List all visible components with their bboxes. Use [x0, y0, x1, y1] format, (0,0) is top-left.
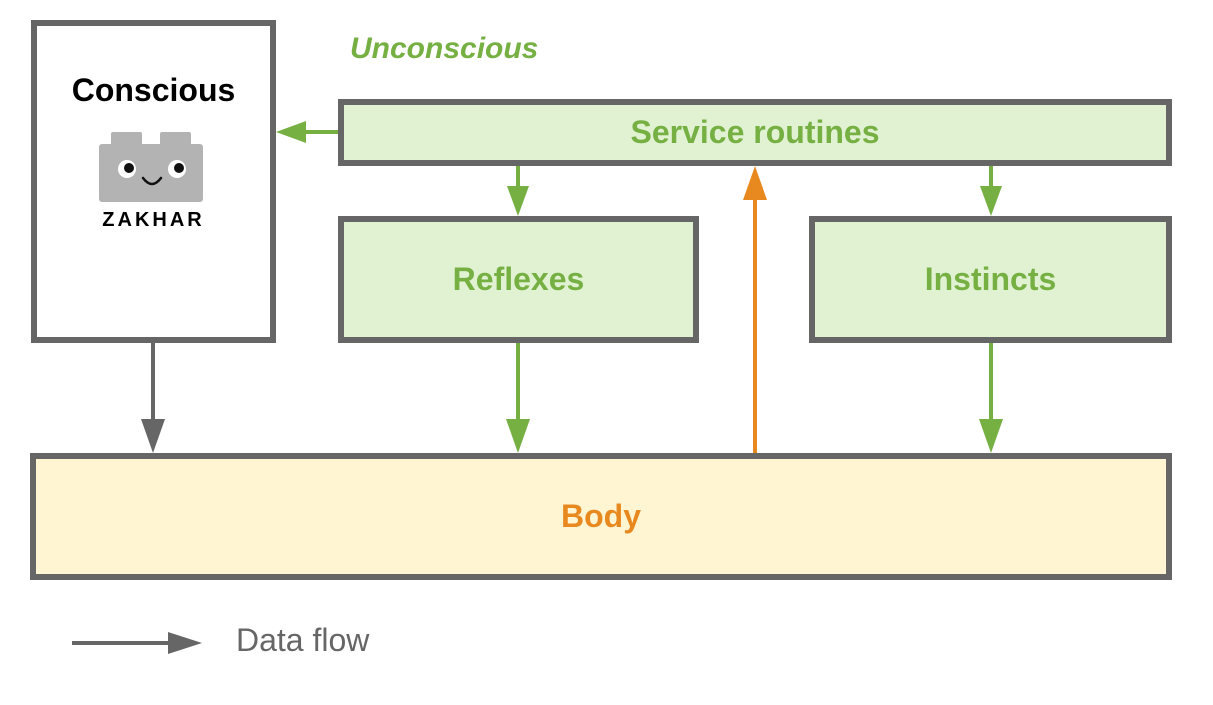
reflexes-label: Reflexes [452, 261, 585, 297]
instincts-node: Instincts [809, 216, 1172, 343]
conscious-node: Conscious ZAKHAR [31, 20, 276, 343]
legend-label: Data flow [236, 622, 370, 658]
edge-body-to-service [743, 166, 767, 453]
reflexes-node: Reflexes [338, 216, 699, 343]
conscious-title: Conscious [71, 72, 236, 108]
instincts-label: Instincts [924, 261, 1057, 297]
edge-conscious-to-body [141, 343, 165, 453]
body-label: Body [561, 498, 641, 534]
legend-arrow [72, 632, 202, 654]
edge-reflexes-to-body [506, 343, 530, 453]
unconscious-group-label: Unconscious [350, 32, 539, 65]
zakhar-wordmark: ZAKHAR [102, 209, 205, 231]
body-node: Body [30, 453, 1172, 580]
edge-service-to-conscious [276, 121, 338, 143]
edge-service-to-reflexes [507, 166, 529, 216]
edge-instincts-to-body [979, 343, 1003, 453]
service-routines-node: Service routines [338, 99, 1172, 166]
edge-service-to-instincts [980, 166, 1002, 216]
zakhar-robot-logo-icon [99, 132, 203, 202]
service-routines-label: Service routines [630, 114, 880, 150]
